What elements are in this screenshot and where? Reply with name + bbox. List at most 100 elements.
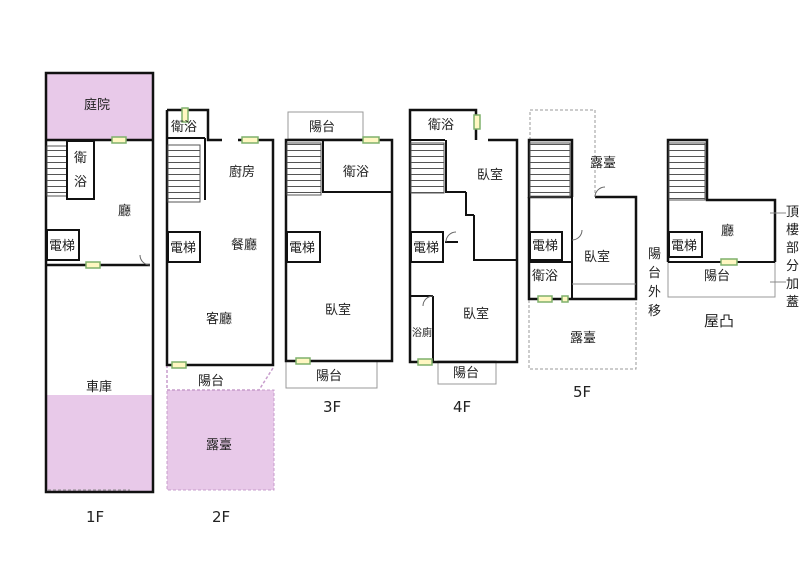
room-label-bath-2: 浴 bbox=[74, 175, 87, 190]
door-mark bbox=[85, 261, 101, 269]
2f-balcony-outline bbox=[166, 365, 274, 391]
floor-label-roof: 屋凸 bbox=[704, 312, 734, 330]
stairs bbox=[410, 142, 445, 194]
elevator-box bbox=[668, 231, 703, 258]
room-label-dining: 餐廳 bbox=[231, 237, 257, 253]
stairs bbox=[286, 142, 322, 196]
4f-inner-wall bbox=[445, 140, 466, 193]
room-label-elevator: 電梯 bbox=[170, 241, 196, 256]
note-char: 樓 bbox=[786, 223, 799, 238]
door-mark bbox=[241, 136, 259, 144]
door-swing bbox=[571, 229, 583, 241]
note-char: 加 bbox=[786, 277, 799, 292]
room-label-kitchen: 廚房 bbox=[229, 164, 255, 180]
stairs bbox=[167, 144, 201, 203]
room-label-bath: 衛浴 bbox=[171, 120, 197, 135]
floor-label-2f: 2F bbox=[212, 508, 230, 526]
room-label-elevator: 電梯 bbox=[413, 241, 439, 256]
room-label-courtyard: 庭院 bbox=[84, 97, 110, 113]
room-label-balcony: 陽台 bbox=[704, 269, 730, 284]
door-mark bbox=[561, 295, 569, 303]
note-char: 外 bbox=[648, 285, 661, 300]
door-swing bbox=[594, 186, 606, 198]
door-swing bbox=[445, 231, 457, 243]
door-mark bbox=[295, 357, 311, 365]
door-swing bbox=[139, 254, 151, 266]
room-label-bedroom-top: 臥室 bbox=[477, 167, 503, 183]
door-mark bbox=[171, 361, 187, 369]
room-label-balcony: 陽台 bbox=[198, 374, 224, 389]
room-label-bath: 衛浴 bbox=[428, 118, 454, 133]
room-label-garage: 車庫 bbox=[86, 380, 112, 395]
floor-4f: 衛浴 臥室 電梯 浴廁 臥室 陽台 4F bbox=[408, 108, 519, 416]
4f-inner-wall bbox=[465, 192, 474, 216]
stairs bbox=[668, 142, 706, 201]
door-mark bbox=[111, 136, 127, 144]
door-mark bbox=[720, 258, 738, 266]
courtyard-area bbox=[46, 73, 153, 140]
elevator-box bbox=[410, 231, 444, 263]
room-label-elevator: 電梯 bbox=[289, 241, 315, 256]
room-label-balcony-bottom: 陽台 bbox=[316, 369, 342, 384]
room-label-elevator: 電梯 bbox=[49, 239, 75, 254]
room-label-terrace: 露臺 bbox=[206, 438, 232, 453]
room-label-living: 客廳 bbox=[206, 311, 232, 327]
room-label-balcony-top: 陽台 bbox=[309, 120, 335, 135]
3f-inner-wall bbox=[322, 140, 392, 193]
note-char: 部 bbox=[786, 241, 799, 256]
room-label-bath: 衛浴 bbox=[343, 165, 369, 180]
elevator-box bbox=[286, 231, 321, 263]
door-swing bbox=[422, 295, 434, 307]
floor-roof: 電梯 廳 陽台 頂 樓 部 分 加 蓋 屋凸 bbox=[666, 138, 799, 330]
note-char: 頂 bbox=[786, 205, 799, 220]
floor-label-3f: 3F bbox=[323, 398, 341, 416]
floor-label-5f: 5F bbox=[573, 383, 591, 401]
floor-1f: 庭院 衛 浴 廳 電梯 車庫 1F bbox=[44, 71, 155, 526]
note-char: 台 bbox=[648, 266, 661, 281]
2f-outline bbox=[165, 110, 275, 367]
terrace-bottom-outline bbox=[528, 298, 637, 370]
door-mark bbox=[537, 295, 553, 303]
floor-2f: 衛浴 廚房 餐廳 電梯 客廳 陽台 露臺 2F bbox=[165, 107, 275, 526]
room-label-hall: 廳 bbox=[118, 203, 131, 219]
door-mark bbox=[362, 136, 380, 144]
room-label-bath-small: 浴廁 bbox=[412, 326, 432, 339]
door-mark bbox=[181, 107, 189, 123]
room-label-elevator: 電梯 bbox=[671, 239, 697, 254]
floor-3f: 陽台 衛浴 電梯 臥室 陽台 3F bbox=[284, 111, 394, 416]
floor-5f: 露臺 電梯 臥室 衛浴 露臺 陽 台 外 移 5F bbox=[527, 109, 661, 401]
bath-room bbox=[66, 140, 95, 200]
4f-outline bbox=[408, 138, 519, 364]
room-label-bath-1: 衛 bbox=[74, 151, 87, 166]
room-label-terrace-top: 露臺 bbox=[590, 156, 616, 171]
stairs bbox=[529, 142, 571, 198]
room-label-bath: 衛浴 bbox=[532, 269, 558, 284]
elevator-box bbox=[46, 229, 80, 261]
room-label-terrace-bottom: 露臺 bbox=[570, 331, 596, 346]
floor-label-4f: 4F bbox=[453, 398, 471, 416]
note-char: 蓋 bbox=[786, 295, 799, 310]
stairs bbox=[46, 145, 68, 197]
room-label-hall: 廳 bbox=[721, 223, 734, 239]
terrace-area bbox=[166, 389, 275, 491]
door-mark bbox=[473, 114, 481, 130]
room-label-bedroom: 臥室 bbox=[584, 249, 610, 265]
roof-outline bbox=[666, 138, 777, 262]
terrace-top-outline bbox=[529, 109, 596, 197]
room-label-balcony: 陽台 bbox=[453, 366, 479, 381]
door-mark bbox=[417, 358, 433, 366]
4f-inner-wall bbox=[473, 215, 517, 261]
note-char: 陽 bbox=[648, 247, 661, 262]
room-label-bedroom-bottom: 臥室 bbox=[463, 306, 489, 322]
room-label-elevator: 電梯 bbox=[532, 239, 558, 254]
note-char: 分 bbox=[786, 259, 799, 274]
garage-shade bbox=[46, 395, 153, 492]
room-label-bedroom: 臥室 bbox=[325, 302, 351, 318]
1f-outline bbox=[44, 71, 155, 494]
elevator-box bbox=[529, 231, 563, 261]
note-char: 移 bbox=[648, 304, 661, 319]
elevator-box bbox=[167, 231, 201, 263]
5f-outline bbox=[527, 195, 638, 301]
